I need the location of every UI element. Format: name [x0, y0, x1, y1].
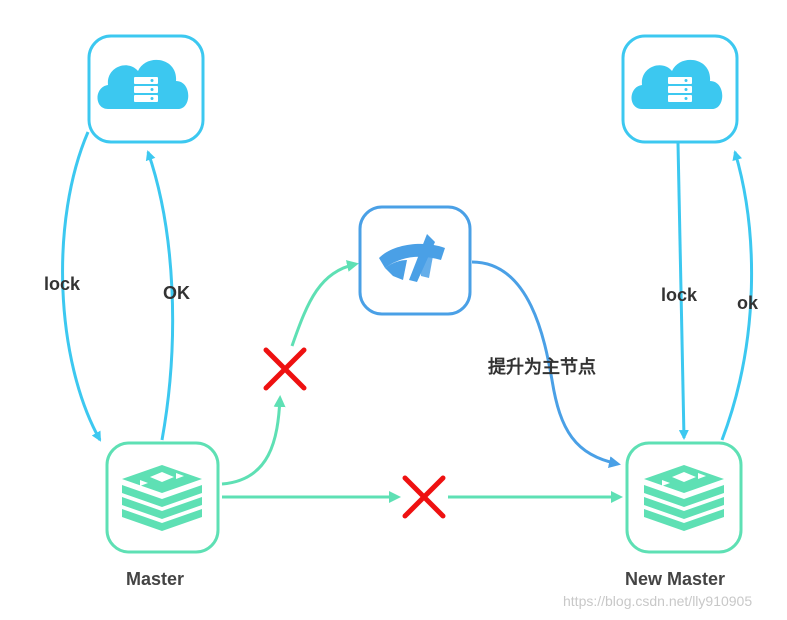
edge-right-ok	[720, 150, 754, 441]
node-box-sentinel	[358, 205, 472, 316]
watermark-text: https://blog.csdn.net/lly910905	[563, 593, 753, 609]
sentinel-gauge-icon	[379, 234, 445, 282]
edge-promote	[471, 260, 621, 469]
edge-label-right-ok: ok	[737, 293, 759, 313]
edge-left-lock	[61, 131, 102, 442]
edge-label-left-lock: lock	[44, 274, 81, 294]
node-label-new-master: New Master	[625, 569, 726, 589]
cross-mark-icon	[402, 475, 446, 519]
cloud-server-icon	[631, 59, 723, 109]
node-label-master: Master	[126, 569, 185, 589]
edge-master-to-sentinel-upper	[290, 260, 359, 347]
redis-stack-icon	[644, 465, 724, 531]
cloud-server-icon	[97, 59, 189, 109]
cross-mark-icon	[263, 347, 307, 391]
edge-label-promote: 提升为主节点	[488, 357, 596, 377]
edge-label-left-ok: OK	[163, 283, 190, 303]
edge-left-ok	[145, 150, 175, 441]
node-box-new-master	[625, 441, 743, 554]
edge-master-to-sentinel	[221, 395, 286, 486]
node-box-master	[105, 441, 220, 554]
edge-right-lock	[676, 142, 689, 440]
redis-stack-icon	[122, 465, 202, 531]
edge-label-right-lock: lock	[661, 285, 698, 305]
